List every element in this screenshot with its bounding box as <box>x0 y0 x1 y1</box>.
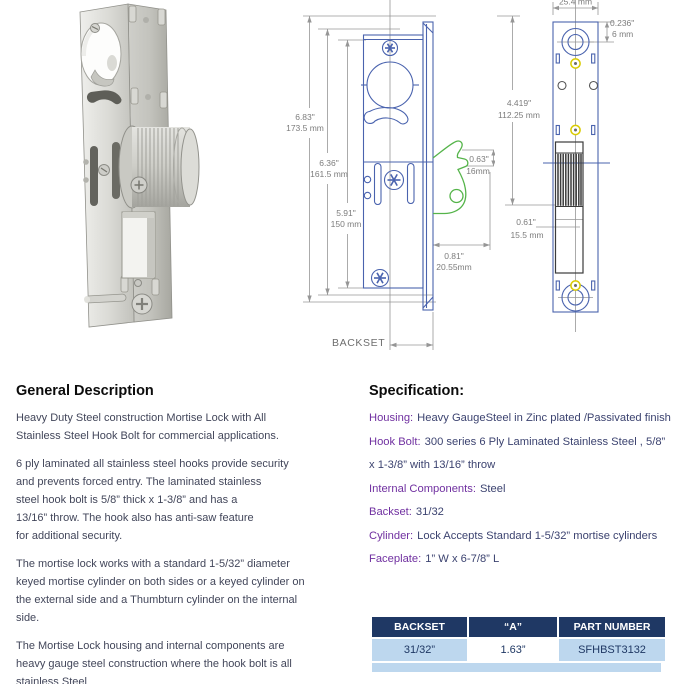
lock-body-outline <box>361 21 434 311</box>
table-header-part-number: PART NUMBER <box>559 617 665 637</box>
table-header-a: “A” <box>469 617 557 637</box>
backset-label: BACKSET <box>332 337 385 349</box>
spec-item-faceplate: Faceplate:1” W x 6-7/8” L <box>369 548 683 572</box>
dim-hole-offset-mm: 6 mm <box>612 29 633 39</box>
dim-span-mm: 112.25 mm <box>498 110 540 120</box>
dim-body-in: 6.36" <box>319 158 339 168</box>
dim-hook-in: 0.63" <box>469 154 489 164</box>
spec-item-housing: Housing:Heavy GaugeSteel in Zinc plated … <box>369 407 683 431</box>
spec-label: Faceplate: <box>369 553 422 565</box>
dim-bolt-in: 0.61" <box>516 217 536 227</box>
cell-part-number: SFHBST3132 <box>559 639 665 661</box>
dim-holes-in: 5.91" <box>336 208 356 218</box>
faceplate-outline <box>543 21 610 313</box>
spec-item-internal-components: Internal Components:Steel <box>369 478 683 502</box>
dim-span-in: 4.419" <box>507 98 531 108</box>
hook-bolt-shape <box>432 140 469 215</box>
spec-value: Lock Accepts Standard 1-5/32” mortise cy… <box>417 529 658 542</box>
dim-proj-in: 0.81" <box>444 251 464 261</box>
spec-label: Internal Components: <box>369 482 476 495</box>
description-paragraph: The Mortise Lock housing and internal co… <box>16 640 292 684</box>
dim-face-width-mm: 25.4 mm <box>559 0 592 7</box>
dim-holes-mm: 150 mm <box>331 219 362 229</box>
spec-item-hook-bolt: Hook Bolt:300 series 6 Ply Laminated Sta… <box>369 431 683 478</box>
dim-overall-mm: 173.5 mm <box>286 123 324 133</box>
spec-value: 300 series 6 Ply Laminated Stainless Ste… <box>369 435 666 472</box>
table-row: 31/32” 1.63” SFHBST3132 <box>372 639 665 661</box>
cell-a: 1.63” <box>469 639 557 661</box>
part-number-table: BACKSET “A” PART NUMBER 31/32” 1.63” SFH… <box>370 615 665 672</box>
table-bottom-strip <box>372 663 661 672</box>
spec-value: Heavy GaugeSteel in Zinc plated /Passiva… <box>417 412 671 424</box>
description-paragraph: Heavy Duty Steel construction Mortise Lo… <box>16 412 279 442</box>
spec-item-cylinder: Cylinder:Lock Accepts Standard 1-5/32” m… <box>369 525 683 549</box>
specification-title: Specification: <box>369 383 465 399</box>
dimension-arrows <box>510 5 610 205</box>
dim-bolt-mm: 15.5 mm <box>510 230 543 240</box>
dim-hole-offset-in: 0.236" <box>610 18 634 28</box>
spec-value: Steel <box>479 482 506 495</box>
dim-proj-mm: 20.55mm <box>436 262 471 272</box>
spec-label: Housing: <box>369 412 414 424</box>
description-paragraph: 6 ply laminated all stainless steel hook… <box>16 458 289 542</box>
spec-label: Cylinder: <box>369 529 414 542</box>
faceplate-drawing: 25.4 mm 0.236" 6 mm 4.419" 112.25 mm 0.6… <box>497 0 634 332</box>
general-description-title: General Description <box>16 383 154 399</box>
dim-overall-in: 6.83" <box>295 112 315 122</box>
dimension-arrows <box>307 16 495 348</box>
screw-hole-markers <box>557 58 599 291</box>
cell-backset: 31/32” <box>372 639 467 661</box>
general-description-section: General Description Heavy Duty Steel con… <box>16 383 352 684</box>
spec-value: 31/32 <box>415 506 444 518</box>
spec-label: Backset: <box>369 506 412 518</box>
table-header-backset: BACKSET <box>372 617 467 637</box>
dim-hook-mm: 16mm <box>466 166 490 176</box>
spec-value: 1” W x 6-7/8” L <box>425 553 500 565</box>
bolt-through-slot <box>554 141 584 274</box>
laminated-bolt-photo <box>118 125 200 209</box>
specification-section: Specification: Housing:Heavy GaugeSteel … <box>369 383 683 572</box>
lock-body-drawing: 6.83" 173.5 mm 6.36" 161.5 mm 5.91" 150 … <box>286 0 495 350</box>
description-paragraph: The mortise lock works with a standard 1… <box>16 558 305 624</box>
spec-label: Hook Bolt: <box>369 435 421 448</box>
product-photo <box>79 3 200 328</box>
spec-item-backset: Backset:31/32 <box>369 501 683 525</box>
dim-body-mm: 161.5 mm <box>310 169 348 179</box>
lock-body-photo <box>79 3 200 328</box>
